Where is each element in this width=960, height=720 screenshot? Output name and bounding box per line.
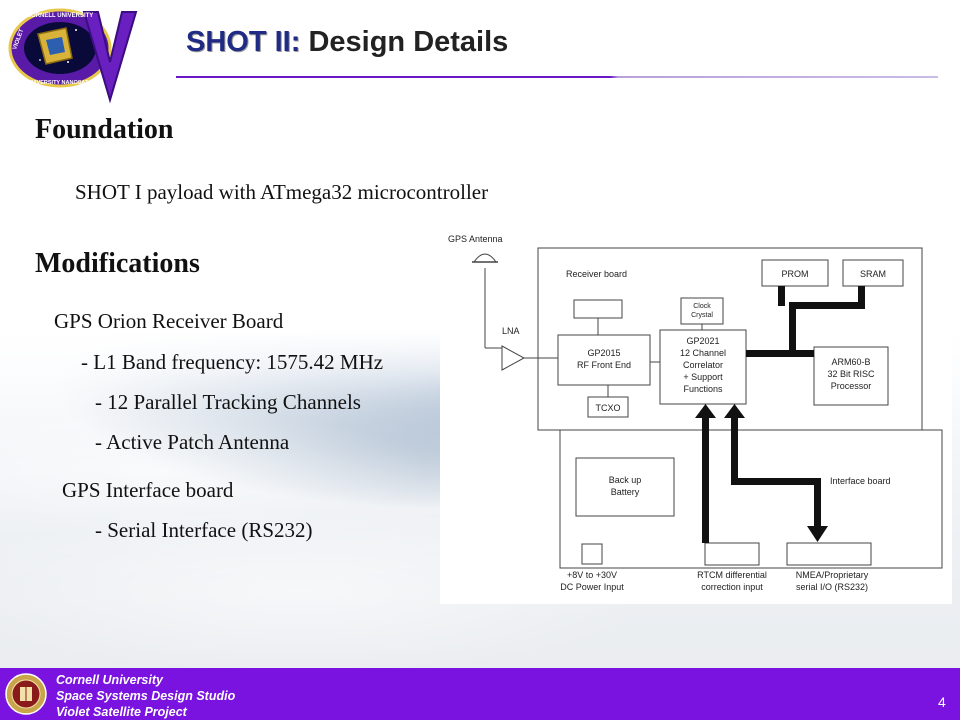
page-number: 4 (938, 694, 946, 710)
gps-block-diagram-svg: GPS Antenna LNA Receiver board PROM SRAM… (448, 234, 943, 592)
arm-label: ARM60-B (831, 357, 870, 367)
interface-board-outline (559, 429, 943, 569)
gp2015-box (557, 334, 651, 386)
prom-box (761, 259, 829, 287)
arm-label: 32 Bit RISC (827, 369, 875, 379)
foundation-text: SHOT I payload with ATmega32 microcontro… (75, 180, 489, 204)
cornell-seal-icon (5, 673, 47, 715)
gp2021-label: 12 Channel (680, 348, 726, 358)
logo-top-text: CORNELL UNIVERSITY (27, 13, 94, 19)
lna-label: LNA (502, 326, 520, 336)
clock-crystal-box (680, 297, 724, 325)
prom-label: PROM (782, 269, 809, 279)
gp2015-top-box (573, 299, 623, 319)
receiver-item: - Active Patch Antenna (95, 430, 290, 454)
crystal-label: Crystal (691, 312, 713, 319)
sram-label: SRAM (860, 269, 886, 279)
rtcm-connector-box (704, 542, 760, 566)
battery-label: Battery (611, 487, 640, 497)
gp2021-label: + Support (683, 372, 723, 382)
nmea-label: serial I/O (RS232) (796, 582, 868, 592)
nmea-label: NMEA/Proprietary (796, 570, 869, 580)
sram-box (842, 259, 904, 287)
tcxo-label: TCXO (595, 403, 620, 413)
slide-title: SHOT II: Design Details (186, 26, 508, 59)
interface-item: - Serial Interface (RS232) (95, 518, 313, 542)
foundation-heading: Foundation (35, 114, 174, 145)
gp2015-sub-label: RF Front End (577, 360, 631, 370)
receiver-heading: GPS Orion Receiver Board (54, 309, 284, 333)
battery-label: Back up (609, 475, 642, 485)
receiver-item: - L1 Band frequency: 1575.42 MHz (81, 350, 384, 374)
arm-box (813, 346, 889, 406)
interface-board-label: Interface board (830, 476, 891, 486)
nmea-connector-box (786, 542, 872, 566)
interface-heading: GPS Interface board (62, 478, 234, 502)
footer-org-line: Space Systems Design Studio (56, 689, 236, 703)
footer-bar (0, 668, 960, 720)
power-connector-box (581, 543, 603, 565)
modifications-heading: Modifications (35, 248, 200, 279)
gps-block-diagram: GPS Antenna LNA Receiver board PROM SRAM… (440, 222, 952, 604)
power-input-label: DC Power Input (560, 582, 624, 592)
gp2021-label: Functions (683, 384, 723, 394)
gps-antenna-label: GPS Antenna (448, 234, 503, 244)
footer-org-line: Violet Satellite Project (56, 705, 187, 719)
violet-logo: CORNELL UNIVERSITY UNIVERSITY NANOSAT-4 … (8, 8, 138, 104)
battery-box (575, 457, 675, 517)
gp2021-box (659, 329, 747, 405)
logo-bottom-text: UNIVERSITY NANOSAT-4 (27, 80, 94, 86)
clock-label: Clock (693, 303, 711, 310)
slide-title-accent: SHOT II: (186, 26, 301, 58)
title-underline (176, 76, 938, 78)
footer-org-line: Cornell University (56, 673, 163, 687)
power-input-label: +8V to +30V (567, 570, 617, 580)
receiver-item: - 12 Parallel Tracking Channels (95, 390, 361, 414)
gp2021-label: Correlator (683, 360, 723, 370)
gp2015-label: GP2015 (587, 348, 620, 358)
gp2021-label: GP2021 (686, 336, 719, 346)
arm-label: Processor (831, 381, 872, 391)
rtcm-label: RTCM differential (697, 570, 767, 580)
rtcm-label: correction input (701, 582, 763, 592)
slide-title-rest: Design Details (308, 26, 509, 58)
receiver-board-label: Receiver board (566, 269, 627, 279)
